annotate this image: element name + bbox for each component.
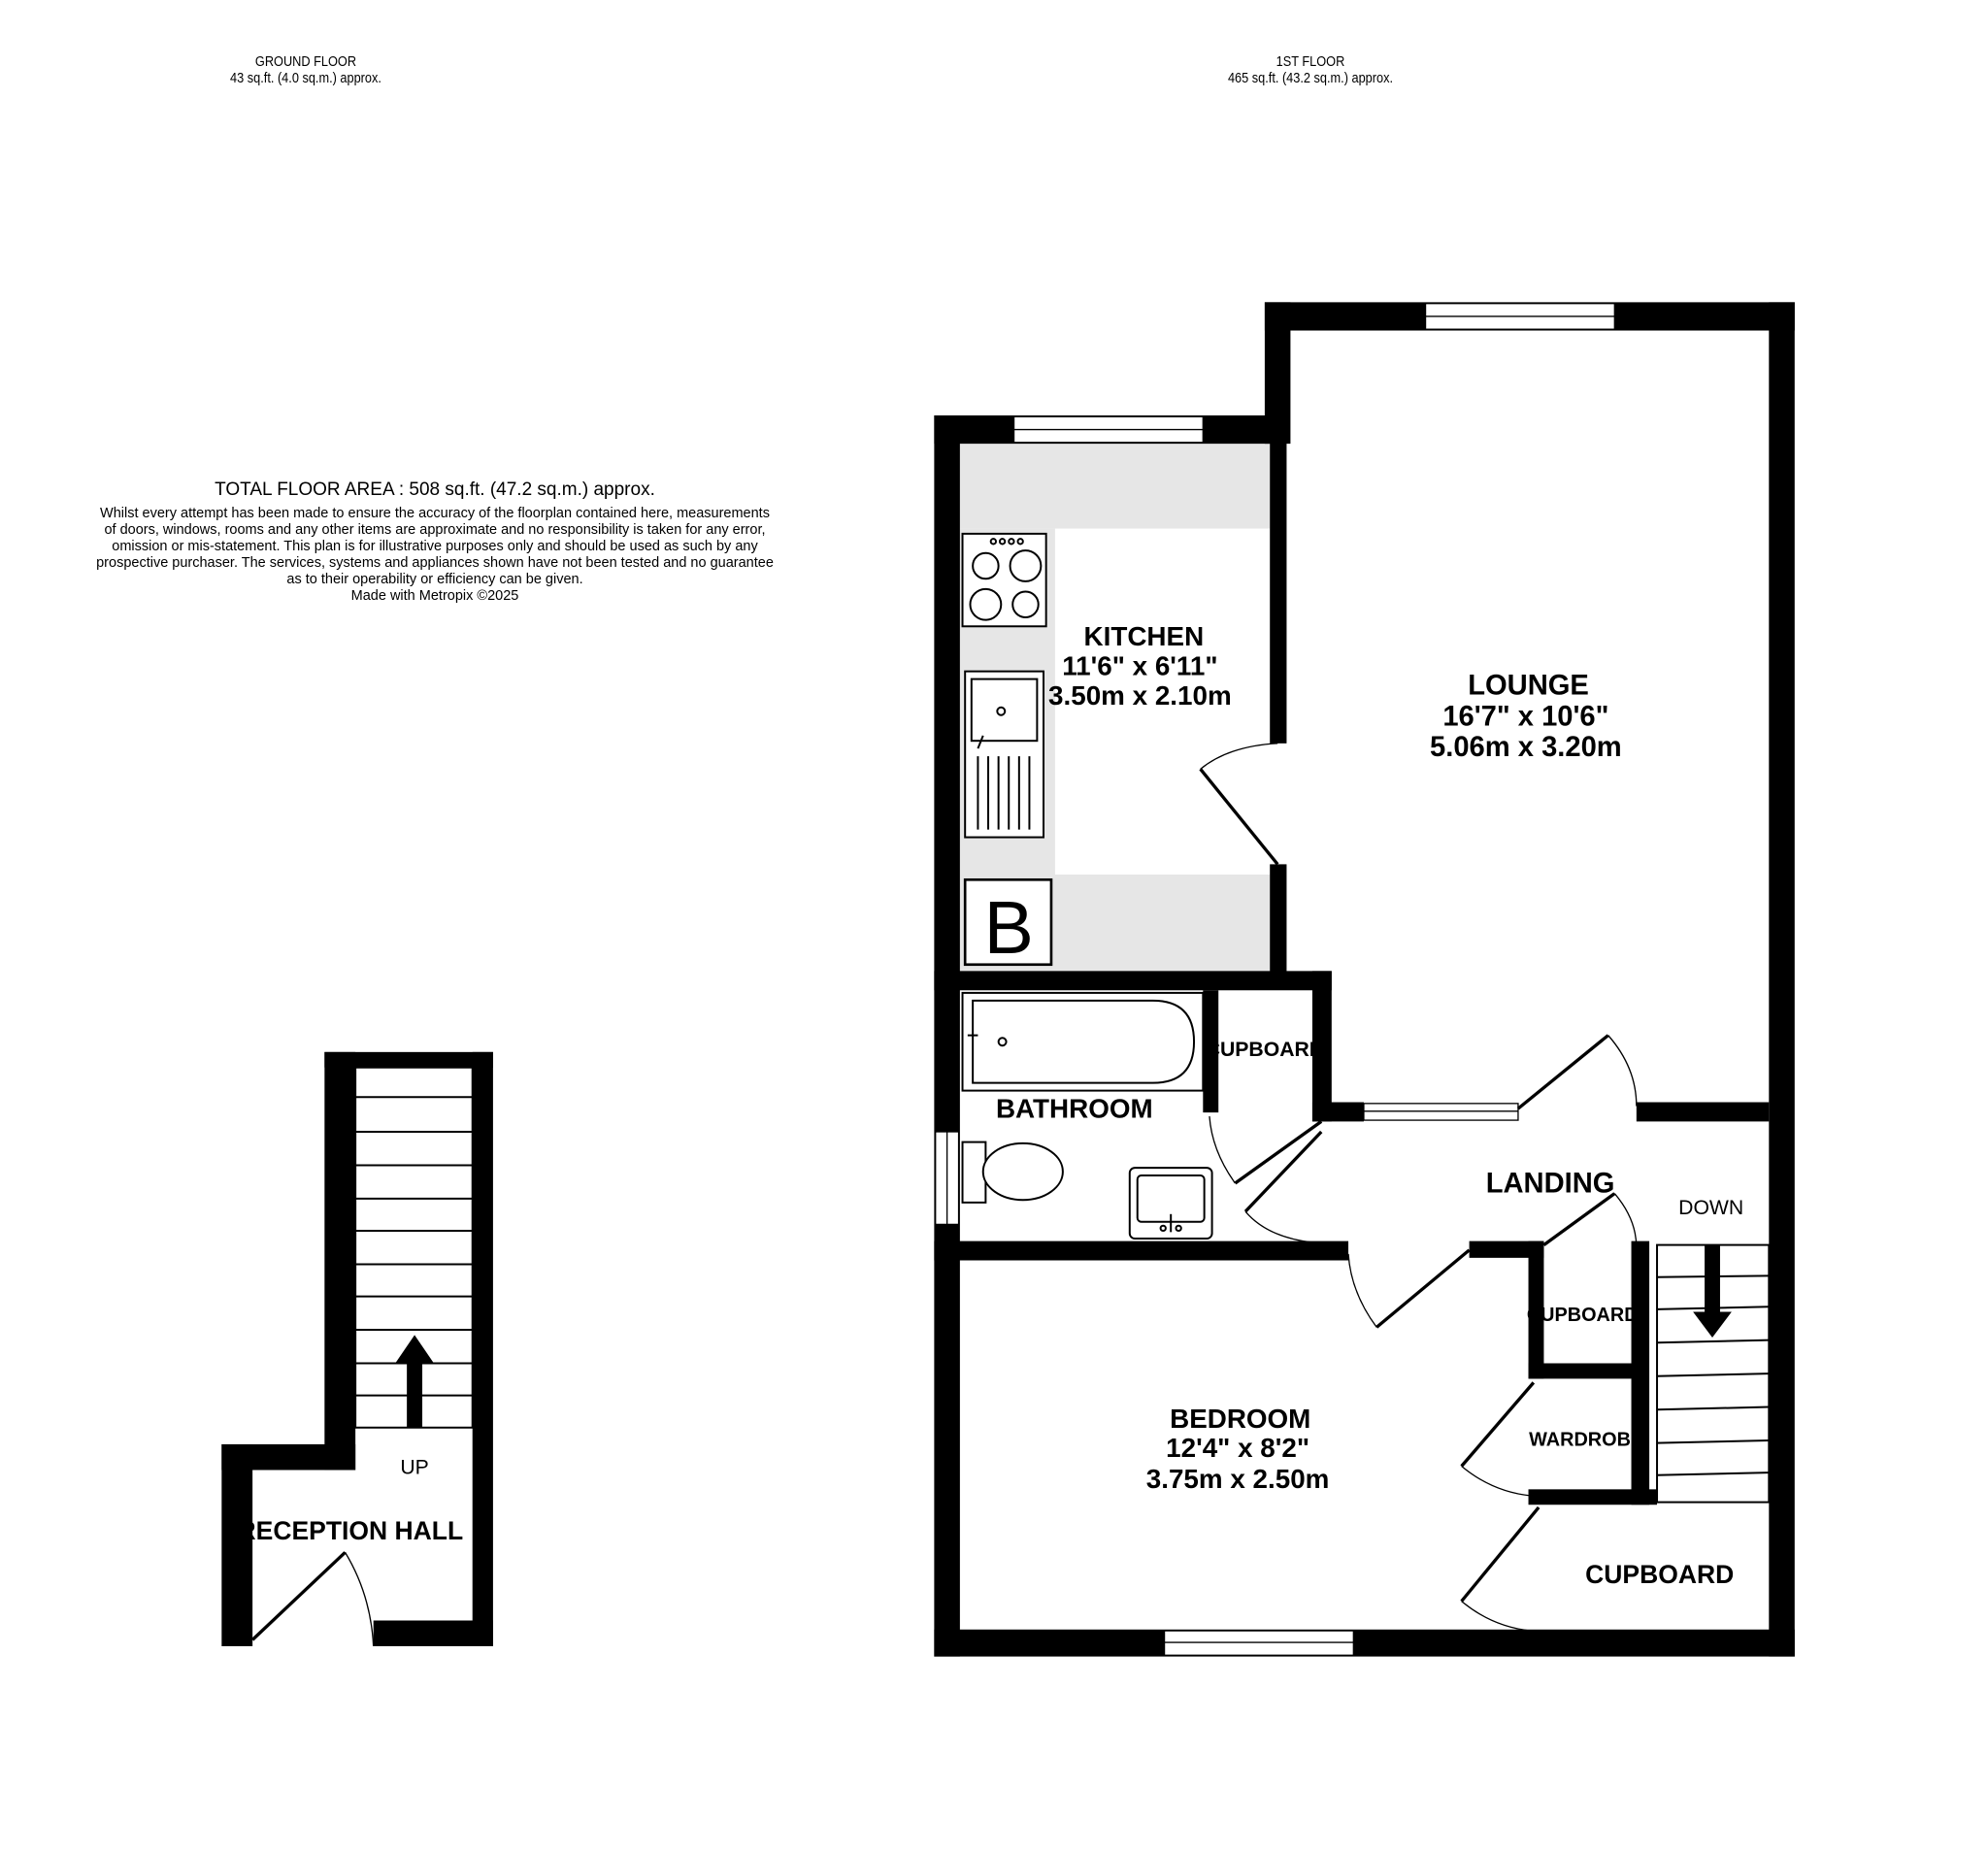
cupboard-label: CUPBOARD: [1206, 1039, 1324, 1061]
bathroom-label: BATHROOM: [996, 1093, 1153, 1123]
ground-floor-walls: [221, 1051, 493, 1646]
sink-icon: [964, 670, 1045, 839]
reception-hall-label: RECEPTION HALL: [238, 1516, 464, 1545]
first-floor-area: 465 sq.ft. (43.2 sq.m.) approx.: [1227, 70, 1394, 86]
total-floor-area-block: TOTAL FLOOR AREA : 508 sq.ft. (47.2 sq.m…: [87, 479, 782, 605]
lounge-label: LOUNGE 16'7" x 10'6" 5.06m x 3.20m: [1430, 670, 1622, 763]
bedroom-label: BEDROOM 12'4" x 8'2" 3.75m x 2.50m: [1146, 1404, 1330, 1494]
bath-icon: [961, 991, 1205, 1092]
room-size-metric: 3.50m x 2.10m: [1048, 680, 1232, 711]
landing-label: LANDING: [1486, 1168, 1615, 1199]
room-size-metric: 3.75m x 2.50m: [1146, 1464, 1330, 1494]
disclaimer-line: as to their operability or efficiency ca…: [286, 572, 583, 587]
cupboard-label: CUPBOARD: [1585, 1560, 1734, 1589]
total-floor-area: TOTAL FLOOR AREA : 508 sq.ft. (47.2 sq.m…: [215, 480, 655, 500]
hob-icon: [961, 532, 1047, 628]
ground-floor-header: GROUND FLOOR 43 sq.ft. (4.0 sq.m.) appro…: [211, 53, 401, 86]
disclaimer-line: prospective purchaser. The services, sys…: [96, 555, 774, 571]
stairs-down-label: DOWN: [1678, 1197, 1743, 1219]
ground-floor-area: 43 sq.ft. (4.0 sq.m.) approx.: [230, 70, 381, 86]
windows: [935, 303, 1615, 1656]
cupboard-label: CUPBOARD: [1527, 1305, 1639, 1326]
toilet-icon: [961, 1141, 1064, 1204]
boiler-icon: [963, 877, 1053, 967]
room-name: KITCHEN: [1084, 621, 1205, 651]
kitchen-label: KITCHEN 11'6" x 6'11" 3.50m x 2.10m: [1048, 621, 1232, 711]
doors: [251, 743, 1638, 1647]
ground-floor-title: GROUND FLOOR: [254, 53, 357, 70]
room-name: BEDROOM: [1170, 1404, 1310, 1434]
room-name: LOUNGE: [1468, 670, 1589, 701]
room-size-metric: 5.06m x 3.20m: [1430, 732, 1622, 763]
first-floor-title: 1ST FLOOR: [1276, 53, 1345, 70]
ground-floor-stairs: [354, 1066, 474, 1429]
boiler-label: B: [984, 886, 1034, 970]
wardrobe-label: WARDROBE: [1529, 1429, 1643, 1450]
room-size-imperial: 16'7" x 10'6": [1442, 701, 1608, 732]
credit: Made with Metropix ©2025: [350, 588, 519, 604]
stairs-up-label: UP: [400, 1456, 428, 1478]
disclaimer: Whilst every attempt has been made to en…: [87, 506, 782, 605]
disclaimer-line: Whilst every attempt has been made to en…: [100, 506, 770, 521]
basin-icon: [1128, 1167, 1213, 1240]
disclaimer-line: omission or mis-statement. This plan is …: [112, 539, 758, 554]
first-floor-header: 1ST FLOOR 465 sq.ft. (43.2 sq.m.) approx…: [1215, 53, 1406, 86]
room-size-imperial: 11'6" x 6'11": [1062, 651, 1217, 681]
room-size-imperial: 12'4" x 8'2": [1166, 1433, 1309, 1463]
stairs-up-arrow-icon: [395, 1335, 434, 1428]
stairs-down-arrow-icon: [1693, 1244, 1732, 1338]
disclaimer-line: of doors, windows, rooms and any other i…: [104, 522, 766, 538]
